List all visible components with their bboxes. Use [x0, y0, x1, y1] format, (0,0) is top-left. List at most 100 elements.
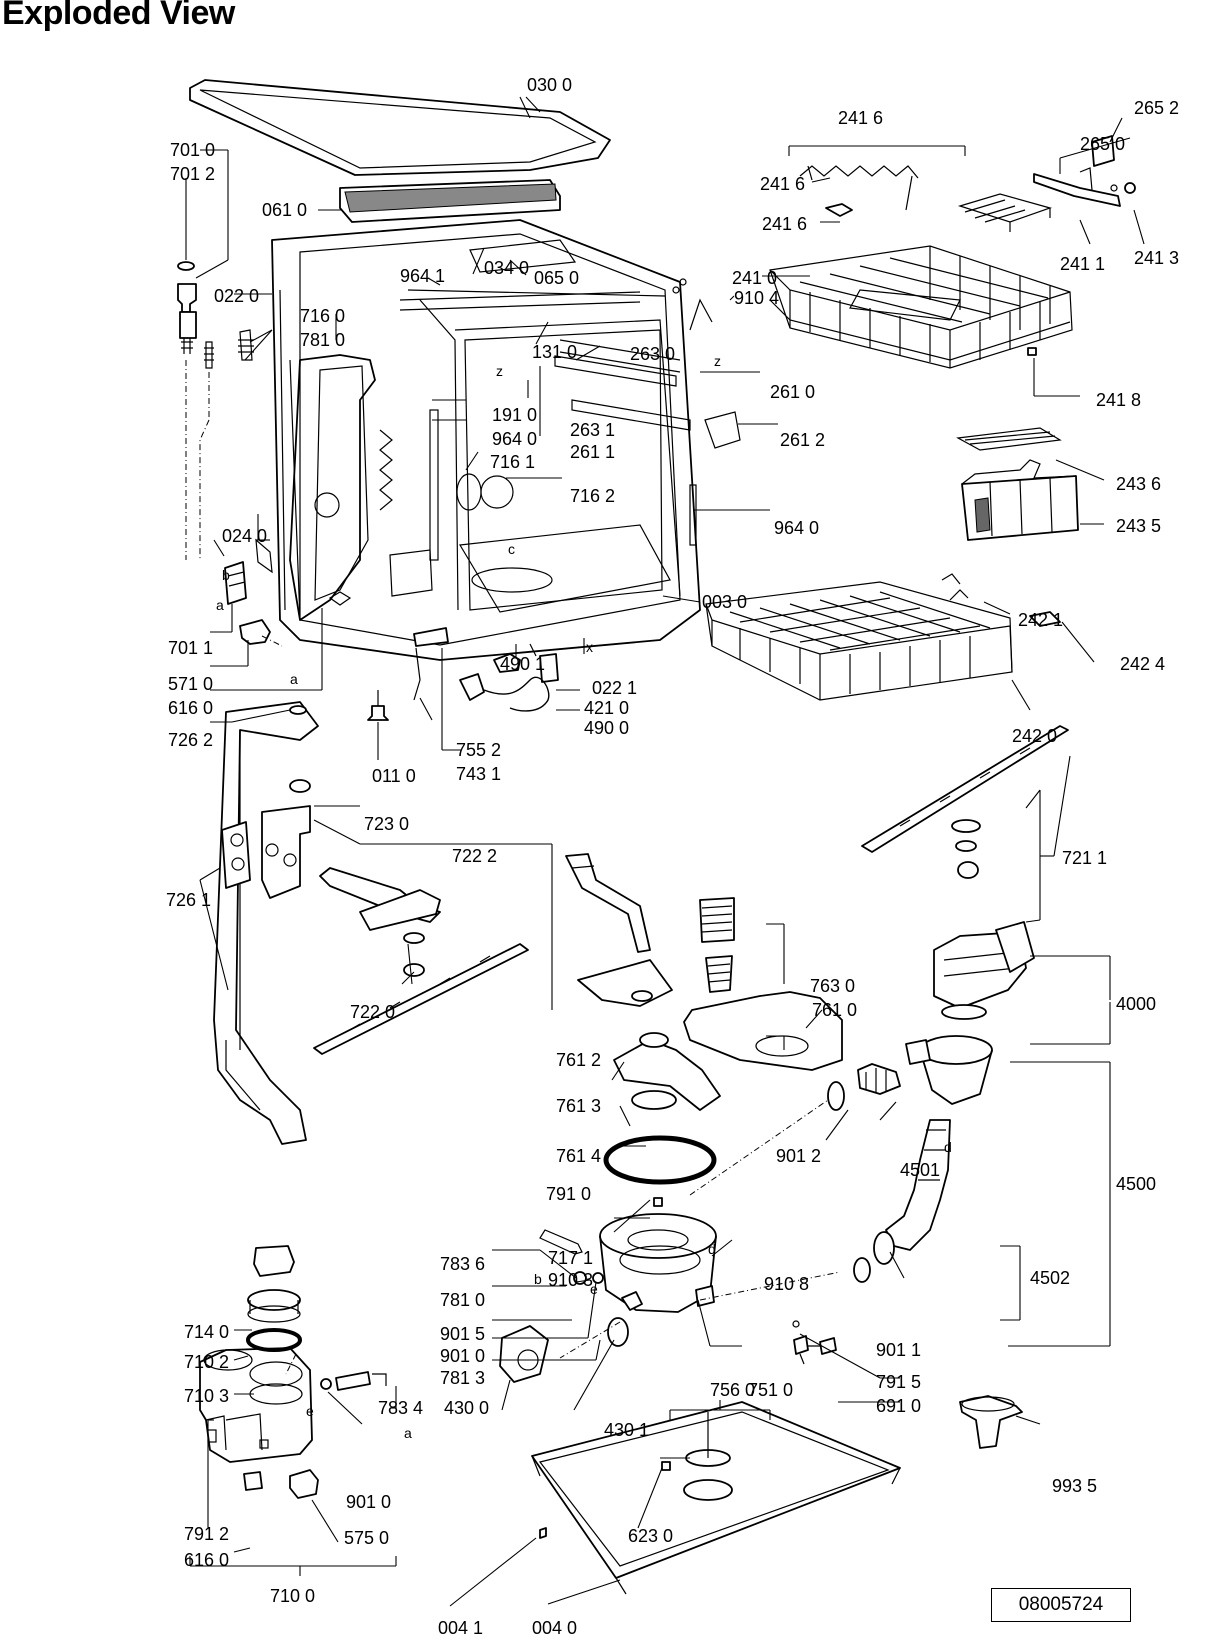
label-901-2: 901 2 [776, 1146, 821, 1166]
marker-z-left: z [496, 363, 503, 379]
label-761-2: 761 2 [556, 1050, 601, 1070]
label-761-0: 761 0 [812, 1000, 857, 1020]
label-783-4: 783 4 [378, 1398, 423, 1418]
label-743-1: 743 1 [456, 764, 501, 784]
marker-d-sump: d [708, 1241, 716, 1257]
side-panel-part [289, 354, 433, 621]
label-490-1: 490 1 [500, 654, 545, 674]
upper-spray-arm-part [861, 725, 1069, 879]
label-751-0: 751 0 [748, 1380, 793, 1400]
label-241-3: 241 3 [1134, 248, 1179, 268]
page-title: Exploded View [2, 0, 235, 32]
document-number: 08005724 [991, 1588, 1131, 1622]
label-571-0: 571 0 [168, 674, 213, 694]
label-241-8: 241 8 [1096, 390, 1141, 410]
marker-c: c [508, 541, 515, 557]
label-191-0: 191 0 [492, 405, 537, 425]
marker-a-left: a [216, 597, 224, 613]
hinge-parts [224, 538, 283, 647]
label-791-0: 791 0 [546, 1184, 591, 1204]
lower-spray-arm-part [261, 779, 529, 1055]
label-623-0: 623 0 [628, 1526, 673, 1546]
label-781-3: 781 3 [440, 1368, 485, 1388]
label-710-3: 710 3 [184, 1386, 229, 1406]
label-263-1: 263 1 [570, 420, 615, 440]
label-691-0: 691 0 [876, 1396, 921, 1416]
leveling-foot-parts [177, 261, 254, 560]
label-241-6-top: 241 6 [838, 108, 883, 128]
label-783-6: 783 6 [440, 1254, 485, 1274]
label-263-0: 263 0 [630, 344, 675, 364]
label-781-0-b: 781 0 [440, 1290, 485, 1310]
marker-d-pump: d [944, 1139, 952, 1155]
label-261-0: 261 0 [770, 382, 815, 402]
label-910-3: 910 3 [548, 1270, 593, 1290]
marker-a-softener: a [404, 1425, 412, 1441]
label-241-1: 241 1 [1060, 254, 1105, 274]
label-901-1: 901 1 [876, 1340, 921, 1360]
circulation-pump-part [689, 921, 1035, 1301]
label-964-0-b: 964 0 [774, 518, 819, 538]
label-993-5: 993 5 [1052, 1476, 1097, 1496]
label-763-0: 763 0 [810, 976, 855, 996]
label-755-2: 755 2 [456, 740, 501, 760]
label-717-1: 717 1 [548, 1248, 593, 1268]
filter-parts [577, 897, 843, 1185]
label-131-0: 131 0 [532, 342, 577, 362]
label-722-2: 722 2 [452, 846, 497, 866]
label-242-0: 242 0 [1012, 726, 1057, 746]
label-791-2: 791 2 [184, 1524, 229, 1544]
label-714-0: 714 0 [184, 1322, 229, 1342]
upper-basket-part [769, 245, 1073, 369]
sump-pump-part [499, 1197, 717, 1383]
label-430-0: 430 0 [444, 1398, 489, 1418]
label-722-0: 722 0 [350, 1002, 395, 1022]
bottom-fittings [367, 627, 559, 721]
label-030-0: 030 0 [527, 75, 572, 95]
label-964-1: 964 1 [400, 266, 445, 286]
label-791-5: 791 5 [876, 1372, 921, 1392]
label-716-0: 716 0 [300, 306, 345, 326]
reference-markers: z z c b a a x d d e e b a [216, 353, 952, 1441]
drain-hose-part [565, 853, 651, 953]
label-241-6-mid: 241 6 [760, 174, 805, 194]
insulation-strip-part [318, 179, 561, 223]
label-575-0: 575 0 [344, 1528, 389, 1548]
base-tray-part [531, 1401, 901, 1595]
label-004-1: 004 1 [438, 1618, 483, 1638]
spray-duct-part [213, 701, 319, 1145]
label-242-1: 242 1 [1018, 610, 1063, 630]
marker-e-softener: e [306, 1403, 314, 1419]
label-241-6-low: 241 6 [762, 214, 807, 234]
label-242-4: 242 4 [1120, 654, 1165, 674]
label-261-1: 261 1 [570, 442, 615, 462]
label-910-4: 910 4 [734, 288, 779, 308]
cutlery-basket-part [956, 427, 1079, 541]
marker-z-right: z [714, 353, 721, 369]
marker-a-hinge: a [290, 671, 298, 687]
label-726-1: 726 1 [166, 890, 211, 910]
part-labels: 030 0 061 0 701 0 701 2 022 0 964 1 034 … [166, 75, 1179, 1638]
label-243-5: 243 5 [1116, 516, 1161, 536]
label-723-0: 723 0 [364, 814, 409, 834]
label-901-5: 901 5 [440, 1324, 485, 1344]
salt-funnel-part [959, 1395, 1023, 1449]
label-243-6: 243 6 [1116, 474, 1161, 494]
label-4000: 4000 [1116, 994, 1156, 1014]
label-756-0: 756 0 [710, 1380, 755, 1400]
label-710-2: 710 2 [184, 1352, 229, 1372]
label-004-0: 004 0 [532, 1618, 577, 1638]
label-901-0-a: 901 0 [440, 1346, 485, 1366]
label-761-4: 761 4 [556, 1146, 601, 1166]
label-265-0: 265 0 [1080, 134, 1125, 154]
label-721-1: 721 1 [1062, 848, 1107, 868]
label-265-2: 265 2 [1134, 98, 1179, 118]
label-421-0: 421 0 [584, 698, 629, 718]
lower-basket-part [705, 573, 1061, 701]
label-710-0: 710 0 [270, 1586, 315, 1606]
label-022-0: 022 0 [214, 286, 259, 306]
label-4502: 4502 [1030, 1268, 1070, 1288]
marker-e-sump: e [590, 1281, 598, 1297]
leader-lines [185, 96, 1145, 1607]
